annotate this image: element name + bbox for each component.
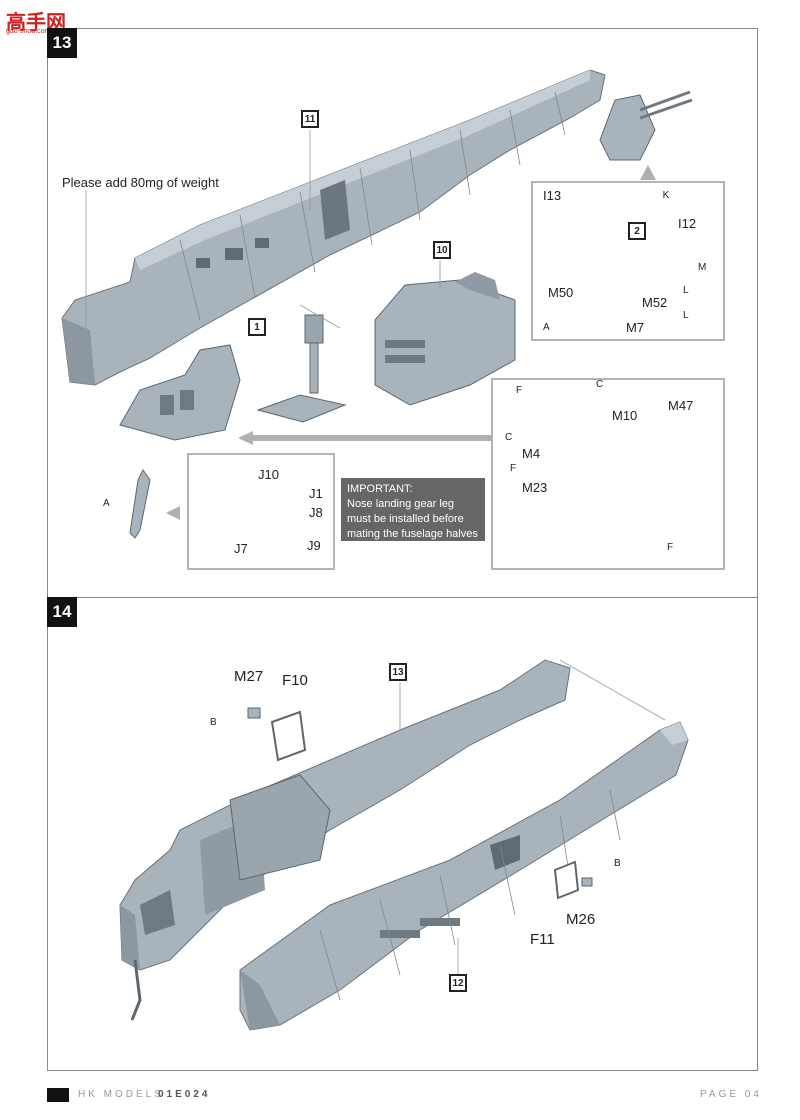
- label-j1: J1: [309, 486, 323, 501]
- ref-box-11: 11: [301, 110, 319, 128]
- label-j8: J8: [309, 505, 323, 520]
- label-k: K: [662, 190, 670, 201]
- label-b2: B: [614, 858, 621, 869]
- ref-box-13: 13: [389, 663, 407, 681]
- label-m4: M4: [522, 446, 541, 461]
- label-c2: C: [505, 432, 513, 443]
- label-a-gear: A: [103, 498, 110, 509]
- label-j9: J9: [307, 538, 321, 553]
- label-i13: I13: [543, 188, 562, 203]
- part-f10: [270, 710, 307, 762]
- part-cockpit-tub: [119, 344, 241, 441]
- part-nose-gear: [129, 469, 151, 539]
- ref-box-10: 10: [433, 241, 451, 259]
- important-note: IMPORTANT: Nose landing gear leg must be…: [341, 478, 485, 555]
- label-b1: B: [210, 717, 217, 728]
- site-logo: 高手网 gao-shou.com: [6, 6, 76, 35]
- label-f2: F: [510, 463, 517, 474]
- label-a-inset: A: [543, 322, 550, 333]
- label-l1: L: [683, 285, 689, 296]
- footer-code: 01E024: [158, 1089, 211, 1100]
- label-f1: F: [516, 385, 523, 396]
- label-f11: F11: [530, 931, 555, 948]
- label-j10: J10: [258, 467, 279, 482]
- footer-page: PAGE 04: [700, 1089, 762, 1100]
- part-gun-mount: [599, 90, 693, 161]
- ref-box-2: 2: [628, 222, 646, 240]
- label-f10: F10: [282, 672, 308, 689]
- part-f11: [553, 860, 580, 900]
- important-title: IMPORTANT:: [347, 483, 413, 495]
- weight-note: Please add 80mg of weight: [62, 175, 219, 190]
- label-m27: M27: [234, 668, 264, 685]
- label-j7: J7: [234, 541, 248, 556]
- label-c1: C: [596, 379, 604, 390]
- fuselage-assembly-14: [119, 659, 689, 1031]
- ref-box-12: 12: [449, 974, 467, 992]
- label-m23: M23: [522, 480, 548, 495]
- brand-logo-icon: [47, 1088, 69, 1102]
- part-bulkhead: [374, 272, 516, 406]
- label-m10: M10: [612, 408, 638, 423]
- label-m26: M26: [566, 911, 596, 928]
- footer-brand: HK MODELS: [78, 1089, 164, 1100]
- label-m47: M47: [668, 398, 694, 413]
- step-14-number: 14: [47, 597, 77, 627]
- label-m52: M52: [642, 295, 668, 310]
- label-l2: L: [683, 310, 689, 321]
- label-i12: I12: [678, 216, 697, 231]
- site-logo-url: gao-shou.com: [6, 28, 51, 35]
- inset-cockpit: [491, 378, 725, 570]
- step-13-number: 13: [47, 28, 77, 58]
- label-m7: M7: [626, 320, 645, 335]
- label-m50: M50: [548, 285, 574, 300]
- label-f3: F: [667, 542, 674, 553]
- inset-gun-mount: [531, 181, 725, 341]
- inset-nose-gear: [187, 453, 335, 570]
- fuselage-half-left: [61, 69, 606, 386]
- label-m: M: [698, 262, 707, 273]
- important-text: Nose landing gear leg must be installed …: [347, 498, 478, 555]
- ref-box-1: 1: [248, 318, 266, 336]
- part-stand: [256, 314, 347, 423]
